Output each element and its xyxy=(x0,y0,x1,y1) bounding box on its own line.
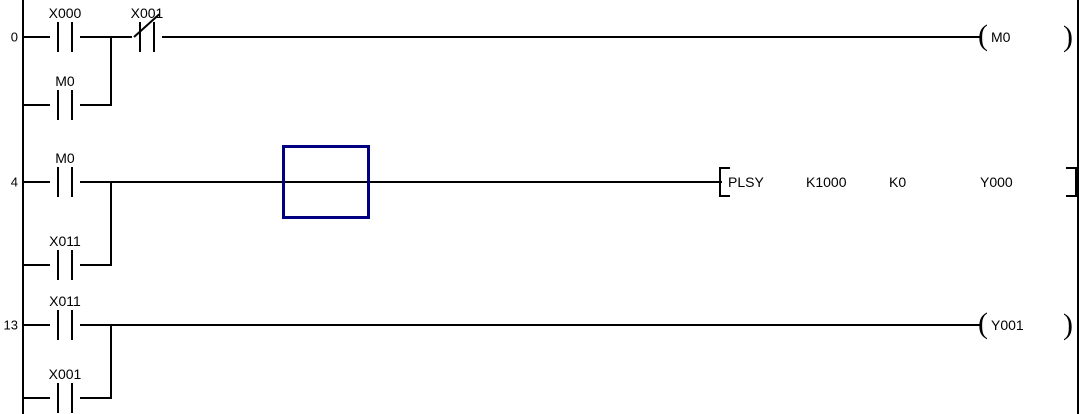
wire-rung0-branch-a xyxy=(22,104,50,106)
contact-bar-left xyxy=(57,310,59,340)
right-power-rail xyxy=(1077,0,1079,414)
branch-right-rung4 xyxy=(110,181,112,266)
contact-label-x001-rung13-branch: X001 xyxy=(48,366,82,382)
wire-rung0-branch-b xyxy=(80,104,112,106)
branch-left-rung4 xyxy=(22,181,24,266)
wire-rung4-a xyxy=(22,181,50,183)
contact-bar-right xyxy=(71,22,73,52)
selection-cursor[interactable] xyxy=(282,145,370,219)
contact-bar-right xyxy=(71,90,73,120)
wire-rung13-b xyxy=(80,324,982,326)
wire-rung4-branch-a xyxy=(22,264,50,266)
coil-y001[interactable]: ( Y001 xyxy=(978,307,1024,340)
contact-label-m0-rung0-branch: M0 xyxy=(55,73,75,89)
contact-label-m0-rung4: M0 xyxy=(55,150,75,166)
contact-bar-right xyxy=(71,250,73,280)
coil-label-y001: Y001 xyxy=(991,317,1024,333)
contact-no-m0-rung0-branch[interactable] xyxy=(50,90,80,120)
wire-rung13-a xyxy=(22,324,50,326)
wire-rung0-b xyxy=(80,36,132,38)
instruction-bracket-left xyxy=(719,167,730,197)
instruction-mnemonic-plsy[interactable]: PLSY xyxy=(728,174,764,190)
coil-label-m0: M0 xyxy=(991,29,1011,45)
contact-no-x001-rung13-branch[interactable] xyxy=(50,383,80,413)
rung-number-13: 13 xyxy=(3,317,18,333)
wire-rung0-c xyxy=(162,36,982,38)
contact-no-x011-rung13[interactable] xyxy=(50,310,80,340)
instruction-operand-frequency[interactable]: K1000 xyxy=(806,174,847,190)
contact-no-x011-rung4-branch[interactable] xyxy=(50,250,80,280)
wire-rung0-a xyxy=(22,36,50,38)
instruction-bracket-right xyxy=(1066,167,1077,197)
branch-left-rung13 xyxy=(22,324,24,399)
wire-rung4-branch-b xyxy=(80,264,112,266)
wire-rung13-branch-a xyxy=(22,397,50,399)
contact-nc-x001[interactable] xyxy=(132,13,162,52)
contact-bar-left xyxy=(57,22,59,52)
contact-label-x011-rung4-branch: X011 xyxy=(49,233,81,249)
contact-bar-left xyxy=(139,22,141,52)
rung-number-4: 4 xyxy=(10,174,18,190)
contact-no-m0-rung4[interactable] xyxy=(50,167,80,197)
branch-right-rung0 xyxy=(110,36,112,106)
contact-label-x000: X000 xyxy=(48,5,82,21)
contact-bar-right xyxy=(71,383,73,413)
contact-bar-left xyxy=(57,383,59,413)
branch-right-rung13 xyxy=(110,324,112,399)
contact-bar-right xyxy=(153,22,155,52)
contact-bar-right xyxy=(71,167,73,197)
wire-rung4-b xyxy=(80,181,722,183)
contact-label-x011-rung13: X011 xyxy=(49,293,81,309)
rung-number-0: 0 xyxy=(10,29,18,45)
contact-bar-left xyxy=(57,250,59,280)
instruction-operand-output[interactable]: Y000 xyxy=(980,174,1013,190)
instruction-operand-pulse-count[interactable]: K0 xyxy=(889,174,907,190)
contact-bar-left xyxy=(57,90,59,120)
coil-m0[interactable]: ( M0 xyxy=(978,19,1011,52)
contact-bar-left xyxy=(57,167,59,197)
contact-no-x000[interactable] xyxy=(50,22,80,52)
contact-bar-right xyxy=(71,310,73,340)
wire-rung13-branch-b xyxy=(80,397,112,399)
branch-left-rung0 xyxy=(22,36,24,106)
